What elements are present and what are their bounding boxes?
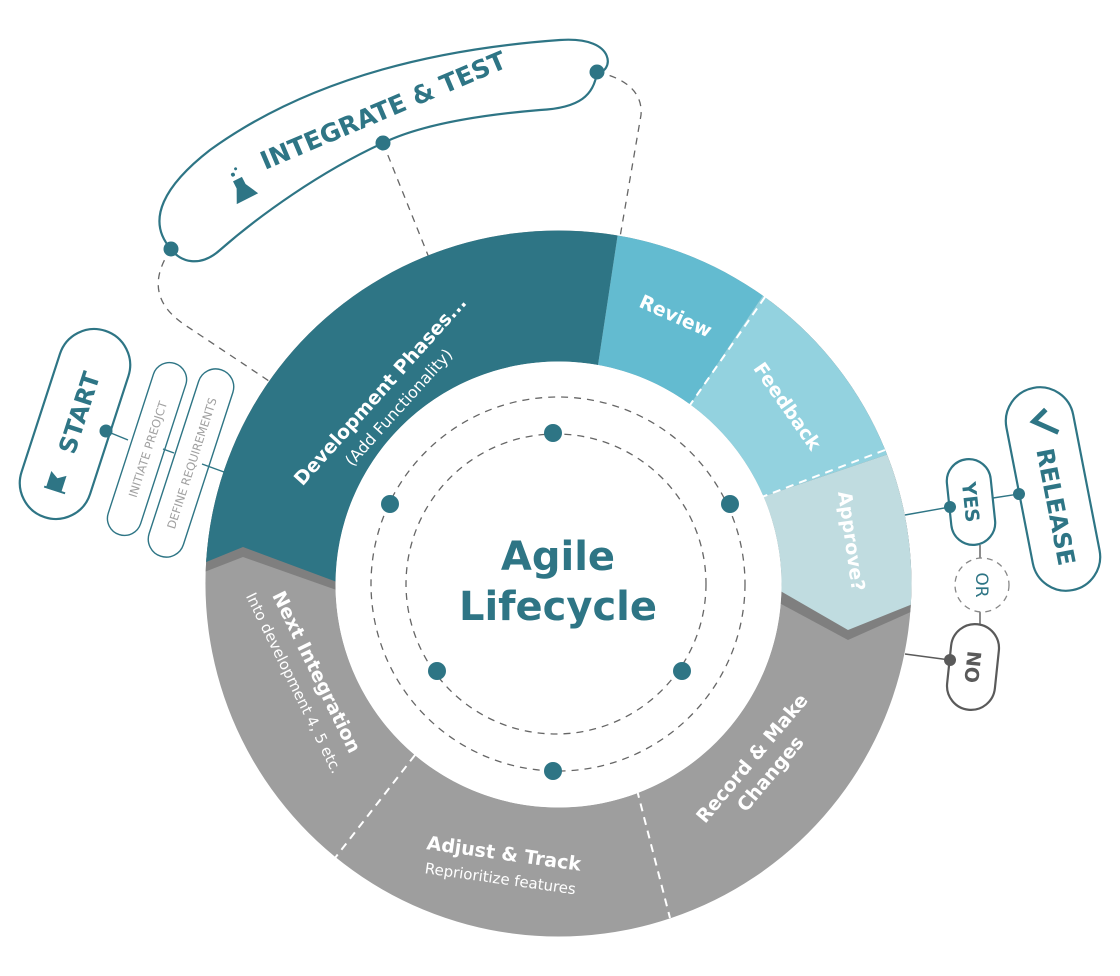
- center-circle: [335, 361, 782, 808]
- yes-label: YES: [957, 480, 983, 523]
- dot-top: [544, 424, 562, 442]
- dot-upper-left: [381, 495, 399, 513]
- initiate-project-pill: [106, 361, 188, 537]
- title-line2: Lifecycle: [459, 584, 657, 630]
- dot-lower-left: [428, 662, 446, 680]
- or-indicator: OR: [954, 557, 1010, 613]
- yes-dot: [944, 501, 956, 513]
- title-line1: Agile: [501, 534, 615, 580]
- connector-define-ring: [201, 463, 225, 473]
- checkmark-icon: [1029, 407, 1060, 435]
- separator-feedback-approve: [761, 449, 886, 498]
- integrate-dot-left: [163, 241, 179, 257]
- integrate-test-callout[interactable]: INTEGRATE & TEST: [158, 38, 609, 263]
- release-callout[interactable]: RELEASE: [1000, 381, 1106, 596]
- or-label: OR: [971, 572, 991, 597]
- separator-review-feedback: [689, 296, 766, 406]
- define-requirements-pill: [147, 368, 235, 558]
- outer-dashed-ring: [370, 396, 746, 772]
- connector-initiate-define: [162, 448, 175, 454]
- or-circle: [954, 557, 1010, 613]
- no-dot: [944, 654, 956, 666]
- no-callout[interactable]: NO: [944, 622, 1001, 713]
- dot-bottom: [544, 762, 562, 780]
- integrate-dot-middle: [375, 135, 391, 151]
- dot-lower-right: [673, 662, 691, 680]
- integrate-dot-right: [589, 64, 605, 80]
- connector-ring-yes: [904, 506, 951, 516]
- yes-callout[interactable]: YES: [944, 457, 997, 547]
- ring-dots: [381, 424, 739, 780]
- release-dot: [1013, 488, 1025, 500]
- integrate-test-pill: [158, 38, 609, 263]
- connector-right-dashed: [596, 71, 642, 366]
- flag-icon: [43, 470, 67, 495]
- dot-upper-right: [721, 495, 739, 513]
- separator-next-adjust: [334, 754, 416, 859]
- flask-icon: [230, 167, 259, 205]
- no-label: NO: [959, 650, 984, 684]
- connector-ring-no: [904, 653, 951, 661]
- connector-start-initiate: [105, 430, 129, 441]
